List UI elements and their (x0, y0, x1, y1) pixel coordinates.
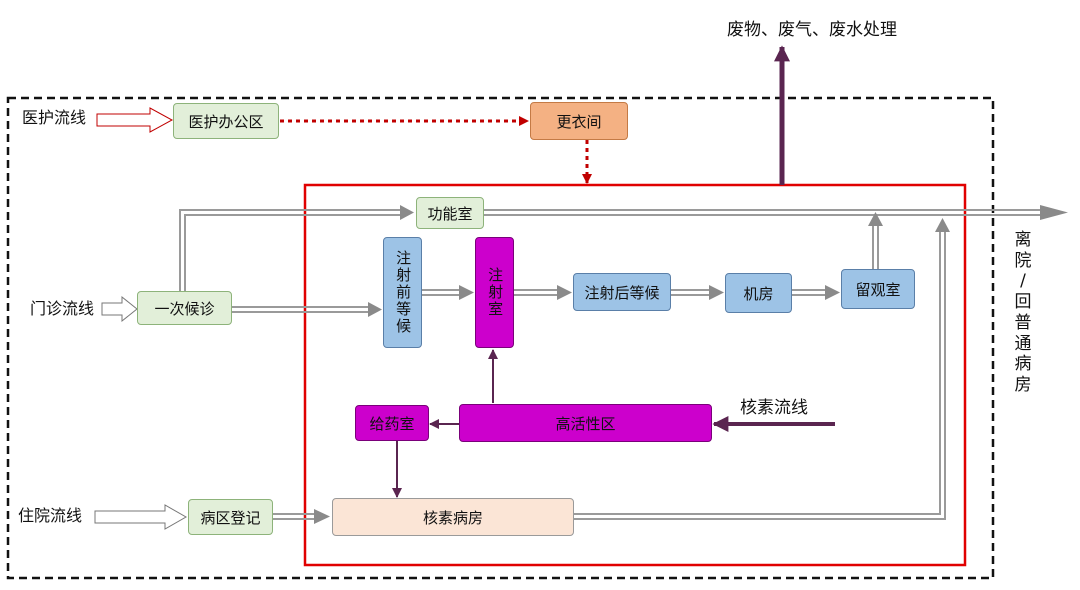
changing-room-box: 更衣间 (530, 102, 628, 140)
controlled-area-frame (303, 183, 967, 567)
first-wait-box: 一次候诊 (137, 291, 232, 325)
waste-treatment-label: 废物、废气、废水处理 (727, 20, 897, 40)
pre-injection-wait-box: 注射前等候 (383, 237, 422, 348)
exit-label-char: / (1020, 271, 1026, 292)
arrowhead-to-observation (825, 285, 840, 300)
firstwait-to-function-line-a (179, 209, 400, 291)
clinic-entry-arrow (101, 295, 138, 323)
post-injection-wait-box: 注射后等候 (573, 273, 671, 311)
exit-label-char: 回 (1014, 292, 1032, 313)
function-room-box: 功能室 (416, 197, 484, 229)
ward-registration-box: 病区登记 (188, 499, 273, 535)
exit-label-char: 离 (1014, 230, 1032, 250)
arrowhead-to-inj (459, 285, 474, 300)
nuclide-ward-box: 核素病房 (332, 498, 574, 536)
observation-room-box: 留观室 (841, 269, 915, 309)
arrowhead-ward-up (935, 218, 950, 232)
exit-label-char: 普 (1014, 312, 1032, 333)
arrowhead-to-postinj (557, 285, 572, 300)
machine-room-box: 机房 (725, 273, 792, 313)
exit-label-char: 房 (1014, 375, 1032, 396)
arrowhead-observation-up (868, 212, 883, 226)
outer-dashed-boundary (6, 96, 995, 580)
inpatient-entry-arrow (94, 504, 188, 530)
exit-label-char: 病 (1014, 354, 1032, 375)
exit-label-char: 院 (1014, 250, 1032, 271)
dispensing-room-box: 给药室 (355, 405, 429, 441)
nuclide-flow-label: 核素流线 (740, 398, 808, 418)
arrowhead-to-machine (709, 285, 724, 300)
injection-room-box: 注射室 (475, 237, 514, 348)
clinic-flow-label: 门诊流线 (30, 299, 95, 318)
exit-label: 离 院 / 回 普 通 病 房 (1012, 230, 1034, 396)
arrowhead-to-ward (314, 509, 330, 524)
staff-flow-label: 医护流线 (22, 108, 87, 127)
firstwait-to-function-line-b (184, 214, 400, 291)
arrowhead-to-preinj (368, 302, 382, 317)
staff-office-box: 医护办公区 (173, 103, 279, 139)
high-activity-zone-box: 高活性区 (459, 404, 712, 442)
arrowhead-exit (1040, 205, 1068, 220)
inpatient-flow-label: 住院流线 (18, 506, 83, 525)
ward-to-exit-line-b (574, 230, 946, 520)
staff-entry-arrow (96, 107, 174, 133)
exit-label-char: 通 (1014, 333, 1032, 354)
arrowhead-to-function (400, 205, 414, 220)
ward-to-exit-line-a (574, 230, 941, 515)
